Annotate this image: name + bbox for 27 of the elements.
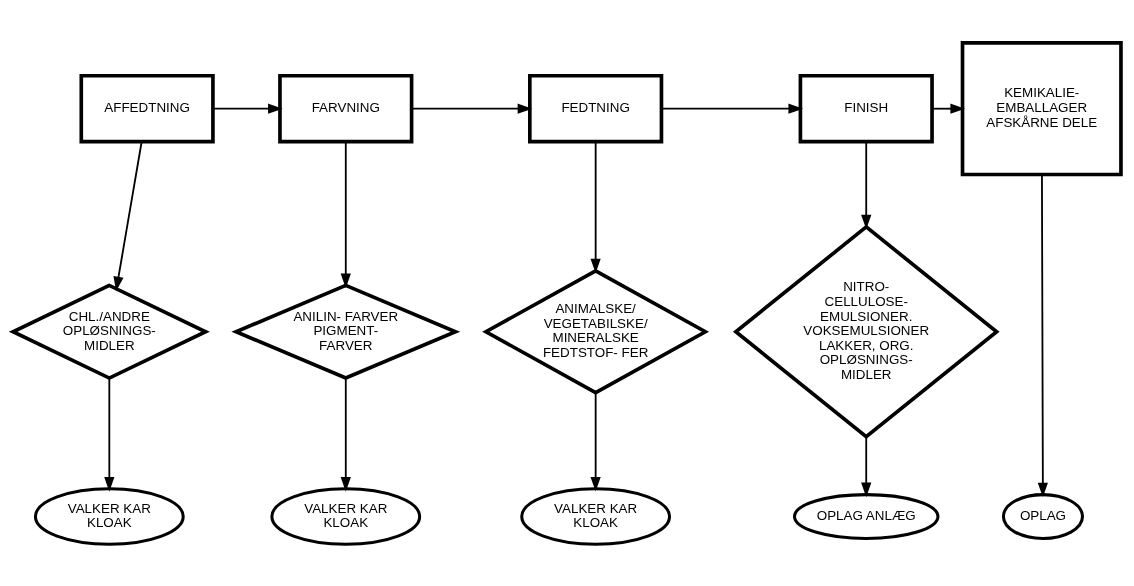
node-box: FEDTNING — [528, 73, 664, 143]
arrow — [590, 391, 601, 492]
node-ellipse: VALKER KAR KLOAK — [270, 486, 422, 546]
arrow — [931, 103, 966, 114]
arrow — [410, 103, 533, 114]
arrow — [660, 103, 804, 114]
node-ellipse: VALKER KAR KLOAK — [520, 486, 672, 546]
node-ellipse: OPLAG ANLÆG — [792, 492, 940, 540]
node-box: AFFEDTNING — [79, 73, 215, 143]
arrow — [861, 140, 872, 229]
arrow — [861, 435, 872, 497]
arrow — [113, 140, 143, 291]
arrow — [340, 140, 351, 288]
arrow — [104, 377, 115, 492]
arrow — [1037, 173, 1048, 497]
node-box: KEMIKALIE- EMBALLAGER AFSKÅRNE DELE — [960, 40, 1123, 176]
node-diamond: NITRO- CELLULOSE- EMULSIONER. VOKSEMULSIONER LAKKER, ORG. OPLØSNINGS- MIDLER — [732, 224, 1000, 439]
arrow — [340, 377, 351, 492]
node-diamond: ANILIN- FARVER PIGMENT- FARVER — [231, 282, 461, 380]
node-ellipse: VALKER KAR KLOAK — [33, 486, 185, 546]
node-diamond: CHL./ANDRE OPLØSNINGS- MIDLER — [8, 282, 210, 380]
arrow — [212, 103, 283, 114]
node-box: FINISH — [798, 73, 934, 143]
arrow — [590, 140, 601, 273]
node-diamond: ANIMALSKE/ VEGETABILSKE/ MINERALSKE FEDTSTOF- FER — [482, 268, 710, 395]
node-ellipse: OPLAG — [1001, 492, 1085, 540]
node-box: FARVNING — [278, 73, 414, 143]
